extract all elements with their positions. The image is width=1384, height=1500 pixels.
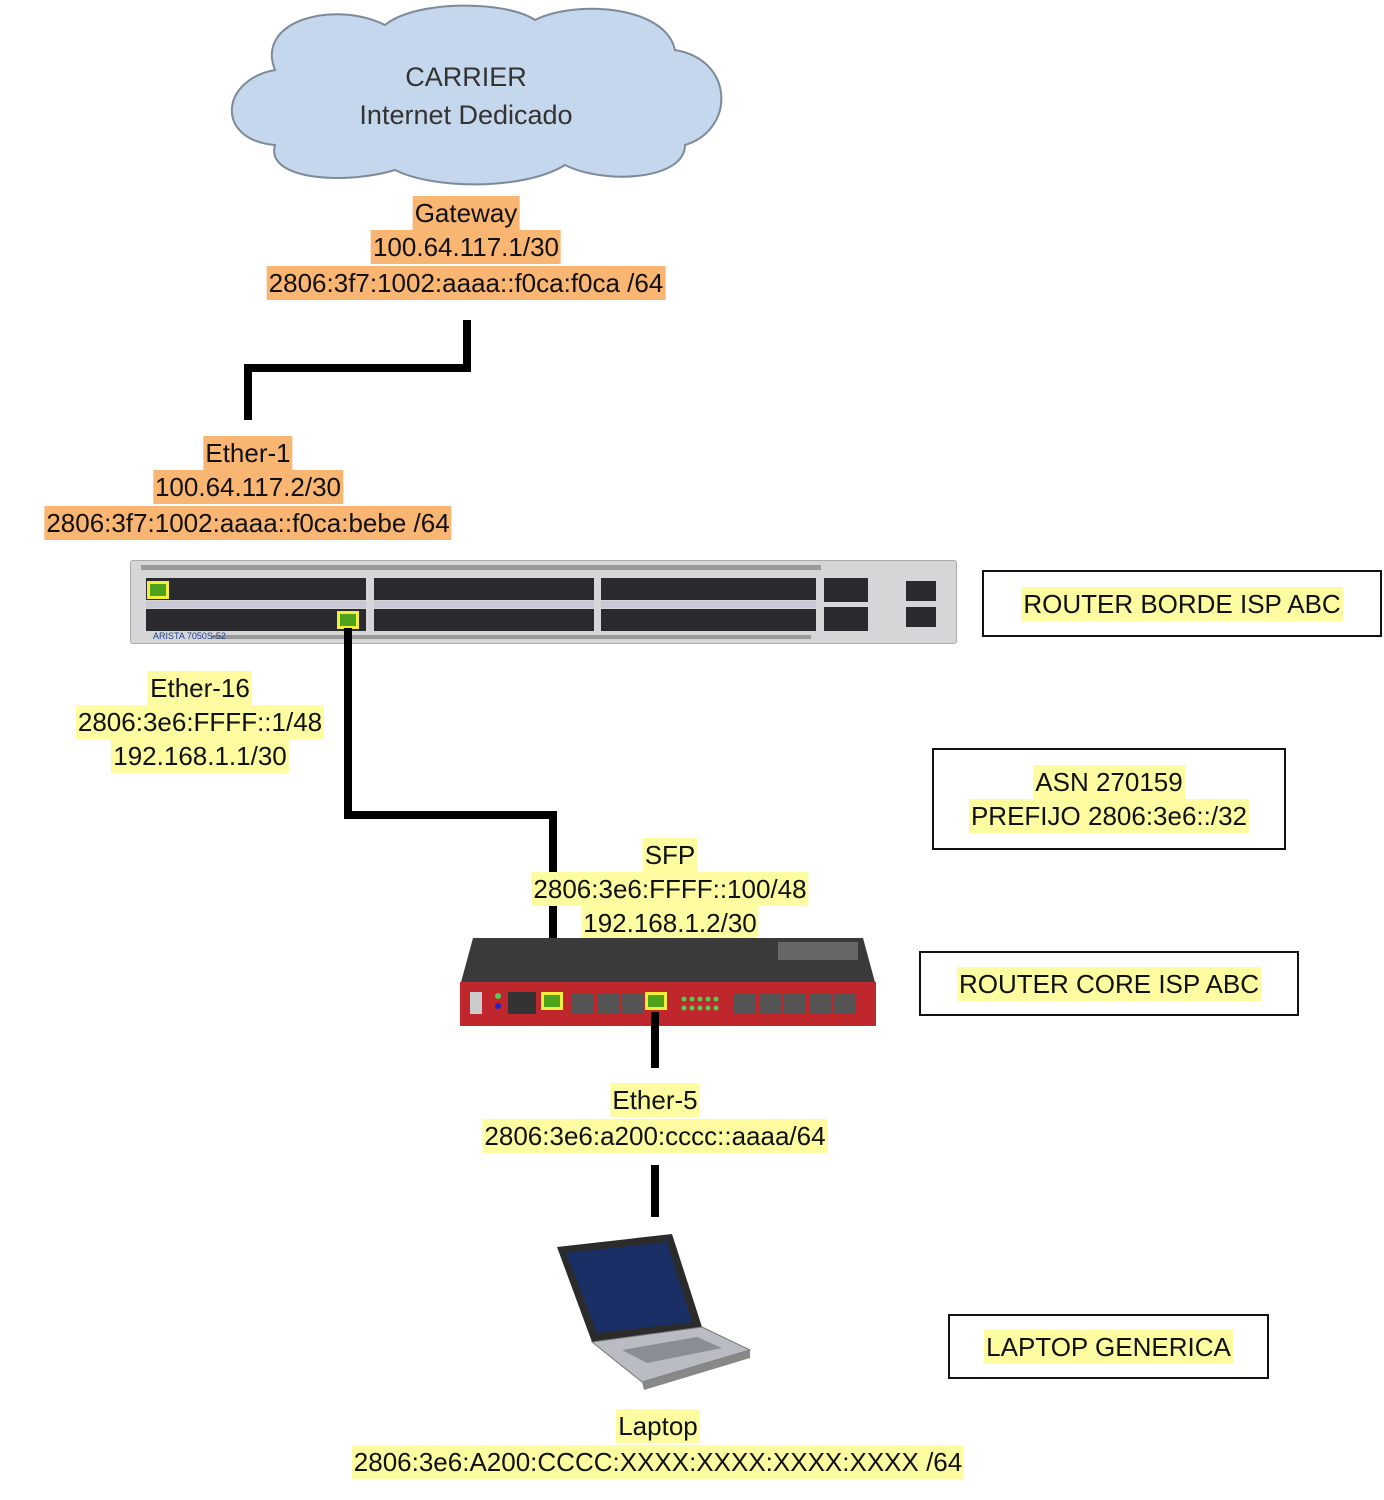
router-borde-label: ROUTER BORDE ISP ABC bbox=[1021, 586, 1343, 621]
sfp-label: SFP 2806:3e6:FFFF::100/48 192.168.1.2/30 bbox=[531, 838, 809, 940]
router-core-box: ROUTER CORE ISP ABC bbox=[919, 951, 1299, 1016]
ether16-label: Ether-16 2806:3e6:FFFF::1/48 192.168.1.1… bbox=[75, 671, 325, 773]
switch-brand: ARISTA 7050S-52 bbox=[153, 631, 226, 641]
ether16-port[interactable] bbox=[337, 611, 359, 629]
gateway-ipv6: 2806:3f7:1002:aaaa::f0ca:f0ca /64 bbox=[266, 266, 666, 300]
ether1-ipv6: 2806:3f7:1002:aaaa::f0ca:bebe /64 bbox=[44, 506, 452, 540]
router-borde-box: ROUTER BORDE ISP ABC bbox=[982, 570, 1382, 637]
wan-link bbox=[244, 364, 252, 420]
ether5-ipv6: 2806:3e6:a200:cccc::aaaa/64 bbox=[482, 1119, 828, 1153]
cloud-title: CARRIER bbox=[405, 62, 527, 92]
ether1-ipv4: 100.64.117.2/30 bbox=[152, 470, 344, 504]
core-link bbox=[549, 811, 557, 1001]
laptop-label: Laptop 2806:3e6:A200:CCCC:XXXX:XXXX:XXXX… bbox=[351, 1409, 965, 1479]
sfp-ipv6: 2806:3e6:FFFF::100/48 bbox=[531, 872, 809, 906]
sfp-ipv4: 192.168.1.2/30 bbox=[581, 906, 759, 940]
laptop-name: Laptop bbox=[616, 1409, 700, 1443]
ether16-name: Ether-16 bbox=[148, 671, 252, 705]
laptop-box-label: LAPTOP GENERICA bbox=[984, 1329, 1233, 1364]
laptop-icon bbox=[557, 1234, 752, 1390]
core-link bbox=[344, 628, 352, 818]
router-core-label: ROUTER CORE ISP ABC bbox=[956, 966, 1262, 1001]
lan-link-dashed bbox=[651, 1165, 659, 1217]
ether1-port[interactable] bbox=[147, 581, 169, 599]
ether1-label: Ether-1 100.64.117.2/30 2806:3f7:1002:aa… bbox=[44, 436, 452, 540]
router-core-device bbox=[460, 938, 876, 1026]
router-borde-device: ARISTA 7050S-52 bbox=[130, 560, 957, 644]
cloud-subtitle: Internet Dedicado bbox=[359, 100, 573, 130]
gateway-ipv4: 100.64.117.1/30 bbox=[370, 230, 562, 264]
ether5-port[interactable] bbox=[645, 992, 667, 1010]
ether16-ipv4: 192.168.1.1/30 bbox=[111, 739, 289, 773]
gateway-name: Gateway bbox=[412, 196, 520, 230]
asn-prefix: PREFIJO 2806:3e6::/32 bbox=[968, 799, 1250, 833]
gateway-label: Gateway 100.64.117.1/30 2806:3f7:1002:aa… bbox=[266, 196, 666, 300]
asn-box: ASN 270159 PREFIJO 2806:3e6::/32 bbox=[932, 748, 1286, 850]
laptop-box: LAPTOP GENERICA bbox=[948, 1314, 1269, 1379]
asn-number: ASN 270159 bbox=[1033, 765, 1185, 799]
lan-link bbox=[651, 1012, 659, 1068]
ether5-name: Ether-5 bbox=[610, 1083, 700, 1117]
switch-ports-icon: ARISTA 7050S-52 bbox=[141, 565, 936, 641]
sfp-port[interactable] bbox=[541, 992, 563, 1010]
wan-link bbox=[244, 364, 471, 372]
ether16-ipv6: 2806:3e6:FFFF::1/48 bbox=[75, 705, 325, 739]
core-link bbox=[344, 811, 557, 819]
laptop-ipv6: 2806:3e6:A200:CCCC:XXXX:XXXX:XXXX:XXXX /… bbox=[351, 1445, 965, 1479]
ether5-label: Ether-5 2806:3e6:a200:cccc::aaaa/64 bbox=[482, 1083, 828, 1153]
ether1-name: Ether-1 bbox=[203, 436, 293, 470]
carrier-cloud-icon bbox=[230, 4, 723, 186]
wan-link bbox=[463, 320, 471, 372]
sfp-name: SFP bbox=[642, 838, 698, 872]
